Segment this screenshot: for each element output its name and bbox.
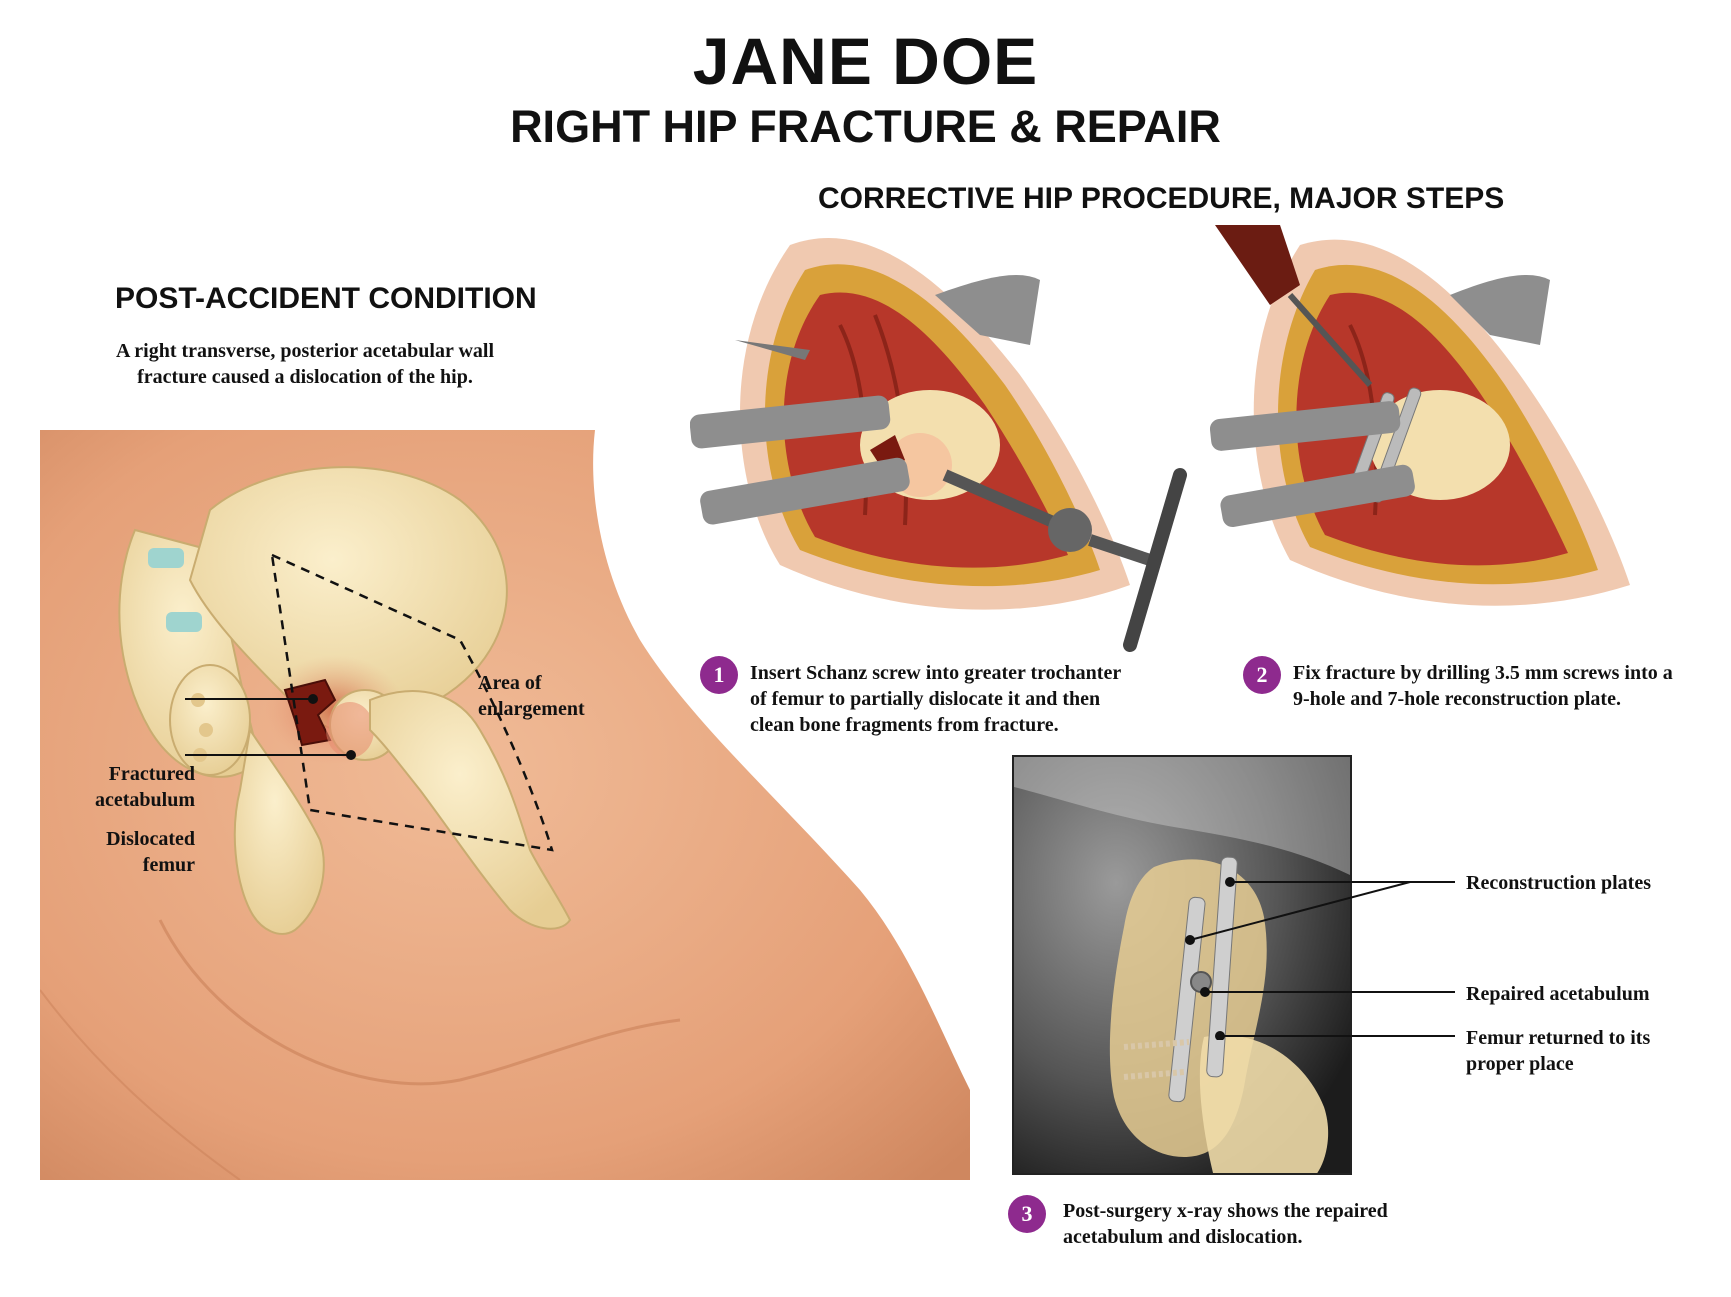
femur-label-line-1: Femur returned to its (1466, 1027, 1651, 1049)
ilium-bone (188, 466, 508, 732)
step-3-caption: Post-surgery x-ray shows the repaired ac… (1063, 1198, 1388, 1250)
dislocated-label-line-1: Dislocated (106, 828, 195, 850)
plates-leader-dot-2 (1185, 935, 1195, 945)
surgical-step-1-illustration (690, 225, 1210, 655)
retractor-1b (700, 457, 910, 525)
step-3-line-2: acetabulum and dislocation. (1063, 1226, 1303, 1248)
area-label-line-2: enlargement (478, 698, 585, 720)
sacral-bone-lower (169, 664, 251, 776)
femur-leader-dot (1215, 1031, 1225, 1040)
surgical-step-2-illustration (1210, 225, 1720, 625)
area-of-enlargement-label: Area of enlargement (478, 670, 585, 722)
t-handle (1123, 468, 1187, 652)
repaired-acetabulum-label: Repaired acetabulum (1466, 983, 1650, 1005)
buttock-crease (158, 919, 681, 1086)
dislocated-label-line-2: femur (142, 854, 195, 876)
xray-pelvis-upper (1014, 757, 1350, 876)
fractured-label-line-2: acetabulum (95, 789, 195, 811)
post-accident-description: A right transverse, posterior acetabular… (80, 338, 530, 390)
drill-bit (1287, 293, 1373, 387)
step-1-line-3: clean bone fragments from fracture. (750, 714, 1059, 736)
plates-leader-dot-1 (1225, 877, 1235, 887)
procedure-heading: CORRECTIVE HIP PROCEDURE, MAJOR STEPS (818, 182, 1505, 215)
femur-returned-label: Femur returned to its proper place (1466, 1025, 1650, 1077)
xray-leader-lines (1185, 877, 1455, 1040)
step-2-badge: 2 (1243, 656, 1281, 694)
xray-plate-b (1206, 856, 1238, 1078)
xray-femur (1199, 1035, 1329, 1173)
drill-body (1215, 225, 1300, 305)
xray-plate-a (1168, 896, 1206, 1103)
fractured-label-line-1: Fractured (108, 763, 195, 785)
page-subtitle: RIGHT HIP FRACTURE & REPAIR (510, 101, 1221, 152)
disc-1 (148, 548, 184, 568)
step-1-line-2: of femur to partially dislocate it and t… (750, 688, 1101, 710)
femur-shaft (369, 690, 572, 930)
step-1-badge: 1 (700, 656, 738, 694)
dislocated-femur-label: Dislocated femur (30, 826, 195, 878)
schanz-screw (942, 469, 1063, 531)
post-surgery-xray (1012, 755, 1352, 1175)
post-accident-heading: POST-ACCIDENT CONDITION (115, 282, 537, 315)
screw-handle-knob (1048, 508, 1092, 552)
step-1-line-1: Insert Schanz screw into greater trochan… (750, 662, 1122, 684)
pubis-bone (233, 727, 325, 935)
retractor-2a (1210, 401, 1401, 451)
dislocated-leader-dot (346, 750, 356, 760)
retractor-2c (1450, 275, 1550, 345)
fractured-acetabulum-label: Fractured acetabulum (30, 761, 195, 813)
repaired-leader-dot (1200, 987, 1210, 997)
step-2-line-2: 9-hole and 7-hole reconstruction plate. (1293, 688, 1621, 710)
step-2-caption: Fix fracture by drilling 3.5 mm screws i… (1293, 660, 1673, 712)
description-line-2: fracture caused a dislocation of the hip… (137, 366, 473, 388)
retractor-1a (690, 395, 891, 449)
plates-leader-branch (1189, 881, 1411, 941)
scalpel-1 (735, 340, 810, 360)
hip-anatomy-illustration (40, 430, 970, 1180)
step-1-caption: Insert Schanz screw into greater trochan… (750, 660, 1121, 738)
femur-label-line-2: proper place (1466, 1053, 1574, 1075)
step-3-badge: 3 (1008, 1195, 1046, 1233)
page-title: JANE DOE (692, 24, 1039, 98)
retractor-1c (935, 275, 1040, 345)
step-2-line-1: Fix fracture by drilling 3.5 mm screws i… (1293, 662, 1673, 684)
reconstruction-plates-label: Reconstruction plates (1466, 872, 1651, 894)
disc-2 (166, 612, 202, 632)
area-label-line-1: Area of (478, 672, 542, 694)
description-line-1: A right transverse, posterior acetabular… (115, 340, 495, 362)
step-3-line-1: Post-surgery x-ray shows the repaired (1063, 1200, 1388, 1222)
retractor-2b (1220, 464, 1415, 528)
thigh-edge (40, 989, 241, 1180)
fractured-leader-dot (308, 694, 318, 704)
